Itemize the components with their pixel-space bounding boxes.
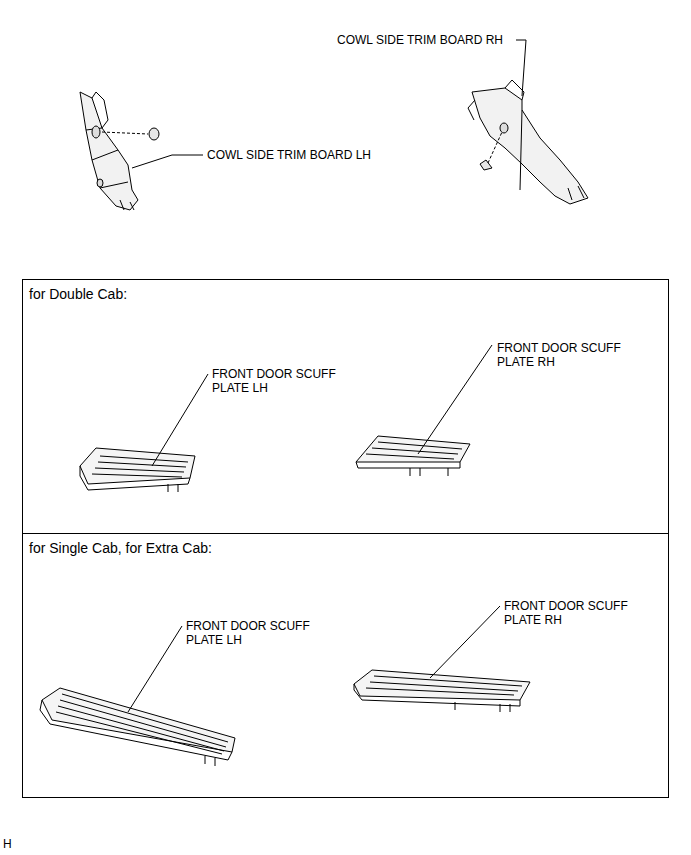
variant-panel: for Double Cab: [22,279,669,534]
part-name: COWL SIDE TRIM BOARD LH [207,148,407,162]
scuff-plate-single-lh-drawing [40,688,235,766]
part-name: FRONT DOOR SCUFF PLATE RH [497,341,632,369]
leader-lines [128,40,526,712]
part-name: FRONT DOOR SCUFF PLATE LH [186,619,321,647]
cowl-trim-lh-drawing [80,92,159,210]
part-name: FRONT DOOR SCUFF PLATE RH [504,599,639,627]
panel-heading: for Double Cab: [29,286,127,303]
scuff-plate-single-rh-drawing [354,670,530,712]
cowl-trim-rh-drawing [468,80,588,204]
panel-heading: for Single Cab, for Extra Cab: [29,540,212,557]
scuff-plate-double-lh-drawing [80,448,195,492]
figure-code: H [3,837,23,851]
scuff-plate-double-rh-drawing [356,436,470,476]
variant-panel: for Single Cab, for Extra Cab: [22,533,669,798]
part-name: FRONT DOOR SCUFF PLATE LH [212,367,347,395]
part-name: COWL SIDE TRIM BOARD RH [337,33,537,47]
